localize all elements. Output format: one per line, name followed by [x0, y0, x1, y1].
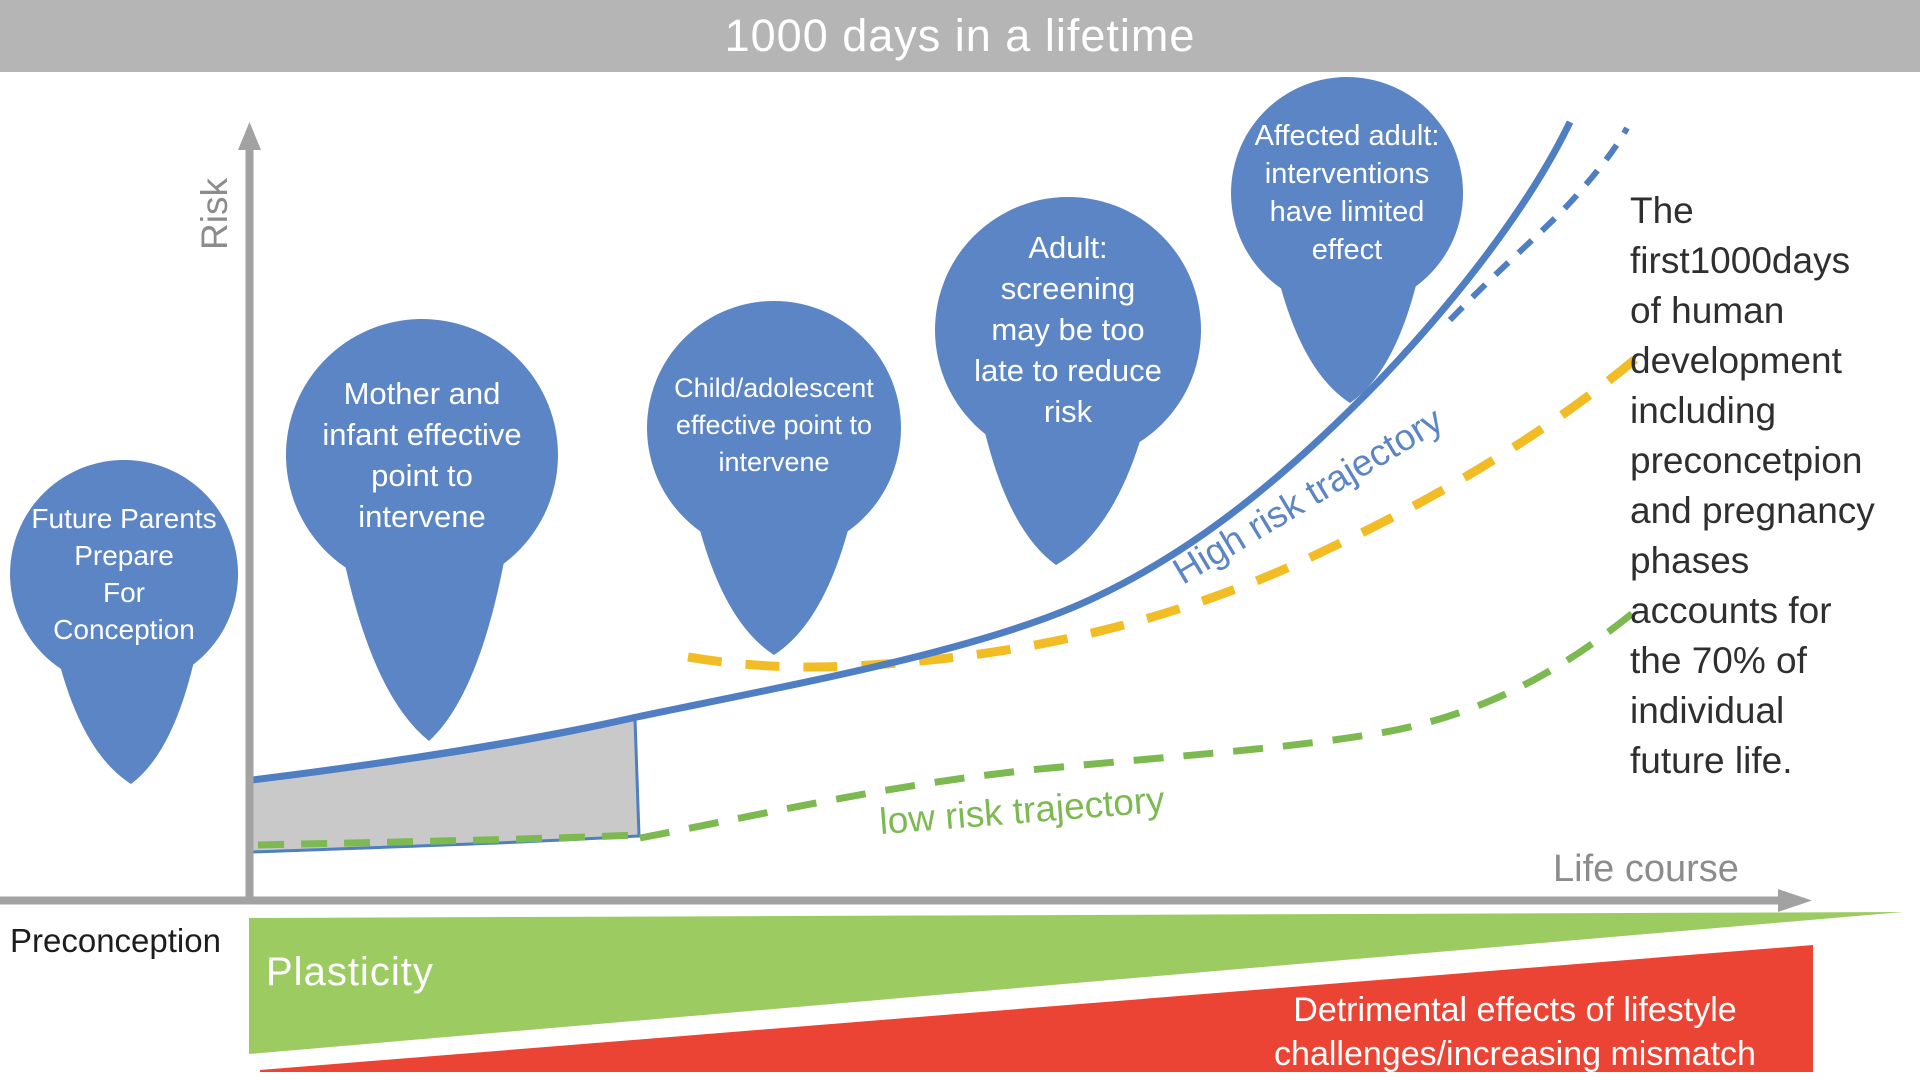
high-risk-curve	[251, 120, 1574, 784]
balloon-text-mother-infant: Mother and infant effective point to int…	[322, 376, 522, 534]
balloon-text-future-parents: Future Parents Prepare For Conception	[31, 503, 217, 645]
balloon-text-affected-adult: Affected adult: interventions have limit…	[1254, 120, 1440, 266]
plasticity-wedge	[249, 912, 1903, 1054]
balloon-text-child-adolescent: Child/adolescent effective point to inte…	[674, 373, 874, 477]
plasticity-band	[250, 717, 641, 854]
x-axis-arrow-icon	[1778, 889, 1812, 912]
side-note: The first1000days of human development i…	[1630, 190, 1875, 781]
title-bar: 1000 days in a lifetime	[0, 0, 1920, 72]
band-green-dashes	[257, 831, 637, 849]
plasticity-label: Plasticity	[266, 950, 434, 994]
detrimental-wedge	[260, 945, 1813, 1072]
balloon-text-adult-screening: Adult: screening may be too late to redu…	[974, 230, 1162, 429]
detrimental-label: Detrimental effects of lifestyle challen…	[1274, 991, 1756, 1073]
origin-label: Preconception	[10, 922, 221, 959]
y-axis-label: Risk	[194, 178, 235, 250]
balloon-child-adolescent	[647, 300, 901, 655]
balloon-future-parents	[10, 459, 239, 784]
yellow-risk-curve	[687, 341, 1655, 672]
y-axis-arrow-icon	[238, 122, 261, 150]
balloon-mother-infant	[285, 319, 558, 741]
x-axis-label: Life course	[1553, 848, 1739, 890]
balloon-adult-screening	[935, 196, 1202, 565]
low-risk-curve	[639, 609, 1637, 842]
page-title: 1000 days in a lifetime	[724, 10, 1196, 61]
high-risk-dashed-branch	[1447, 126, 1630, 323]
balloon-affected-adult	[1231, 77, 1464, 403]
